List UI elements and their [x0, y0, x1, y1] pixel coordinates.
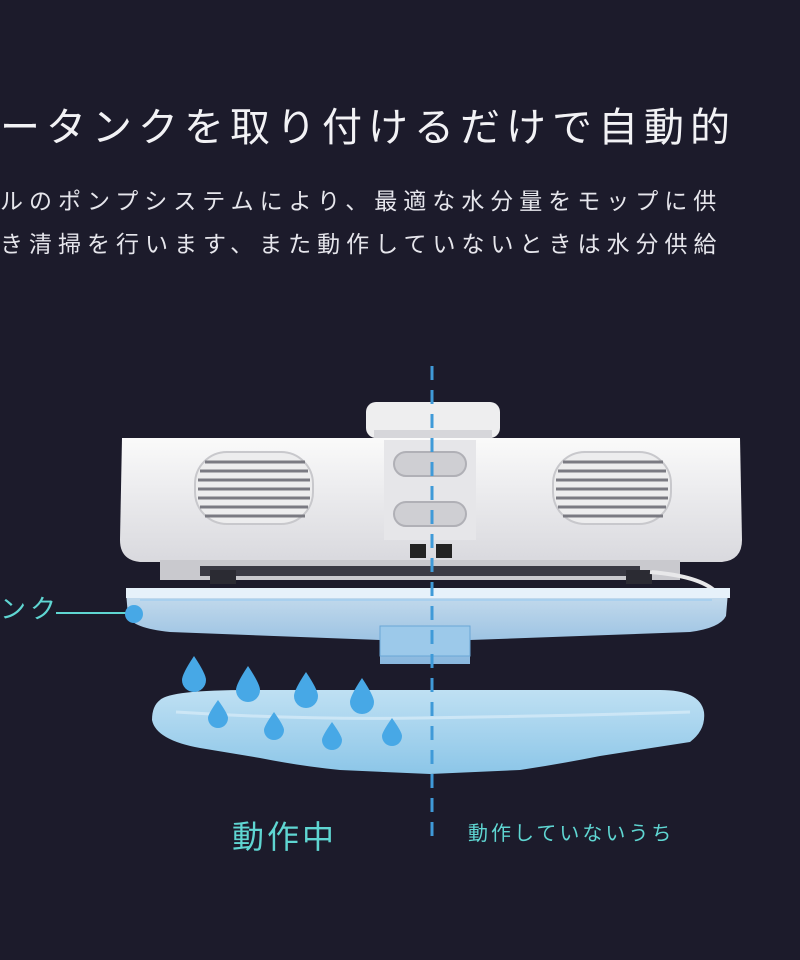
water-drop-icon — [322, 722, 342, 750]
water-drop-icon — [350, 678, 374, 714]
description-line-1: ルのポンプシステムにより、最適な水分量をモップに供 — [0, 189, 723, 215]
mop-pad — [152, 690, 705, 774]
water-drop-icon — [382, 718, 402, 746]
water-drop-icon — [182, 656, 206, 692]
right-vent — [552, 451, 672, 525]
caption-active: 動作中 — [232, 818, 338, 856]
water-drop-icon — [294, 672, 318, 708]
tank-label: ンク — [0, 595, 61, 625]
water-drops — [182, 656, 402, 750]
tank-marker-dot — [125, 605, 143, 623]
water-tank — [126, 588, 730, 664]
water-drop-icon — [208, 700, 228, 728]
water-drop-icon — [236, 666, 260, 702]
caption-inactive: 動作していないうち — [468, 821, 675, 845]
description-line-2: き清掃を行います、また動作していないときは水分供給 — [0, 232, 723, 258]
headline: ータンクを取り付けるだけで自動的 — [0, 105, 736, 151]
center-module — [384, 440, 476, 558]
left-vent — [194, 451, 314, 525]
water-drop-icon — [264, 712, 284, 740]
